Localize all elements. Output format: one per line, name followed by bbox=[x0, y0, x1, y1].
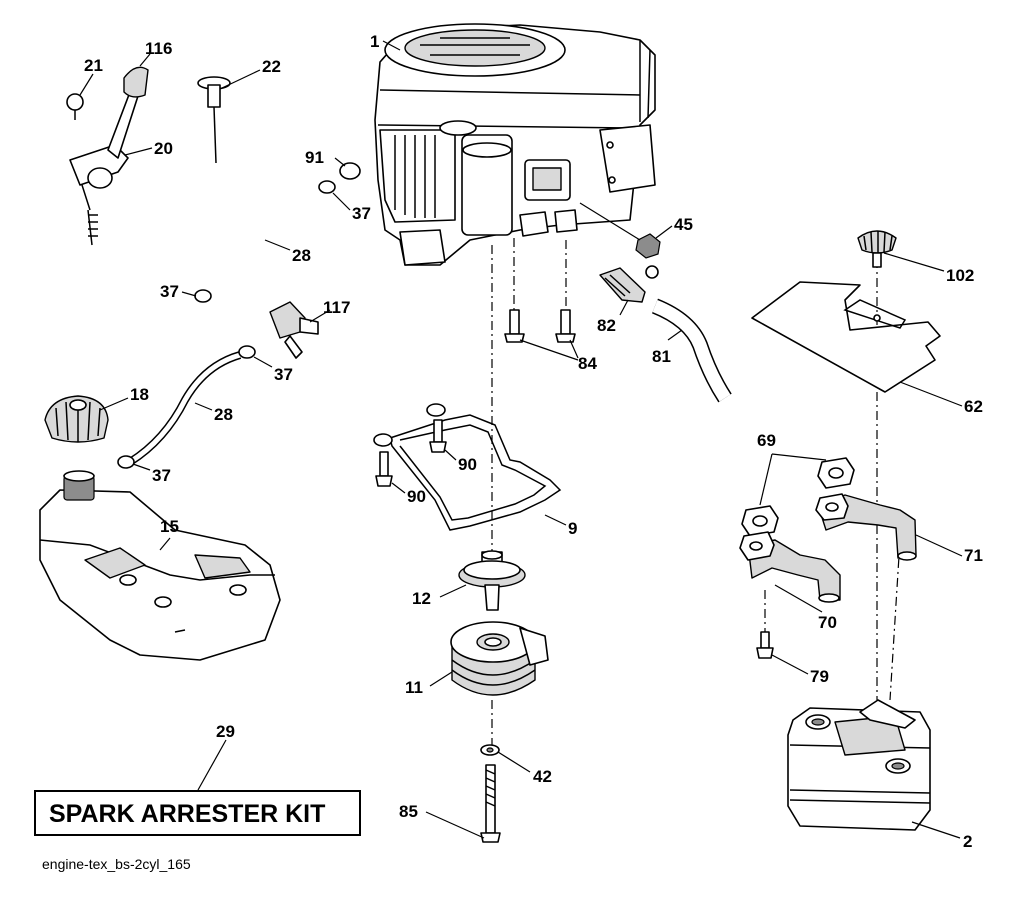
mounting-bracket bbox=[373, 403, 562, 531]
callout-90b: 90 bbox=[407, 487, 426, 506]
fuel-line-upper bbox=[194, 162, 361, 303]
callout-18: 18 bbox=[130, 385, 149, 404]
callout-22: 22 bbox=[262, 57, 281, 76]
diagram-caption: engine-tex_bs-2cyl_165 bbox=[42, 856, 191, 872]
callout-37a: 37 bbox=[352, 204, 371, 223]
callout-84: 84 bbox=[578, 354, 597, 373]
clutch-washer bbox=[480, 744, 500, 756]
spark-arrester-kit-box bbox=[34, 790, 361, 836]
callout-82: 82 bbox=[597, 316, 616, 335]
callout-90a: 90 bbox=[458, 455, 477, 474]
callout-29: 29 bbox=[216, 722, 235, 741]
callout-12: 12 bbox=[412, 589, 431, 608]
bracket-bolts bbox=[375, 419, 447, 487]
callout-116: 116 bbox=[145, 39, 172, 58]
callout-45: 45 bbox=[674, 215, 693, 234]
callout-37b: 37 bbox=[160, 282, 179, 301]
clutch-bolt bbox=[480, 764, 501, 843]
oil-drain-hose bbox=[651, 298, 732, 403]
oil-filter-cap bbox=[635, 233, 661, 259]
muffler bbox=[787, 699, 931, 831]
exhaust-gaskets bbox=[741, 457, 855, 537]
exhaust-pipe-right bbox=[815, 493, 917, 561]
callout-69: 69 bbox=[757, 431, 776, 450]
callout-81: 81 bbox=[652, 347, 671, 366]
callout-2: 2 bbox=[963, 832, 972, 851]
callout-85: 85 bbox=[399, 802, 418, 821]
callout-117: 117 bbox=[323, 298, 350, 317]
exhaust-pipe-left bbox=[739, 531, 841, 603]
callout-28a: 28 bbox=[292, 246, 311, 265]
callout-62: 62 bbox=[964, 397, 983, 416]
callout-37c: 37 bbox=[274, 365, 293, 384]
callout-70: 70 bbox=[818, 613, 837, 632]
callout-91: 91 bbox=[305, 148, 324, 167]
shield-knob bbox=[857, 230, 897, 268]
spark-arrester-kit-label: SPARK ARRESTER KIT bbox=[49, 800, 325, 828]
callout-9: 9 bbox=[568, 519, 577, 538]
pto-clutch bbox=[450, 621, 549, 696]
callout-71: 71 bbox=[964, 546, 983, 565]
fuel-cap bbox=[44, 395, 109, 443]
fuel-tank bbox=[39, 470, 281, 661]
callout-20: 20 bbox=[154, 139, 173, 158]
callout-42: 42 bbox=[533, 767, 552, 786]
engine-mount-bolts bbox=[504, 309, 576, 343]
heat-shield bbox=[751, 281, 941, 393]
callout-28b: 28 bbox=[214, 405, 233, 424]
callout-37d: 37 bbox=[152, 466, 171, 485]
callout-102: 102 bbox=[946, 266, 974, 285]
callout-21: 21 bbox=[84, 56, 103, 75]
callout-79: 79 bbox=[810, 667, 829, 686]
fuel-line-lower bbox=[117, 345, 256, 469]
engine-pulley bbox=[458, 550, 526, 611]
exhaust-bolt bbox=[756, 631, 774, 659]
engine-illustration bbox=[374, 23, 656, 266]
throttle-control bbox=[66, 66, 149, 246]
fuel-shutoff-valve bbox=[269, 301, 319, 359]
choke-knob bbox=[197, 76, 231, 164]
callout-15: 15 bbox=[160, 517, 179, 536]
leader-1 bbox=[382, 40, 401, 51]
callout-11: 11 bbox=[405, 678, 423, 697]
callout-1: 1 bbox=[370, 32, 379, 51]
oil-drain-valve bbox=[599, 265, 659, 303]
